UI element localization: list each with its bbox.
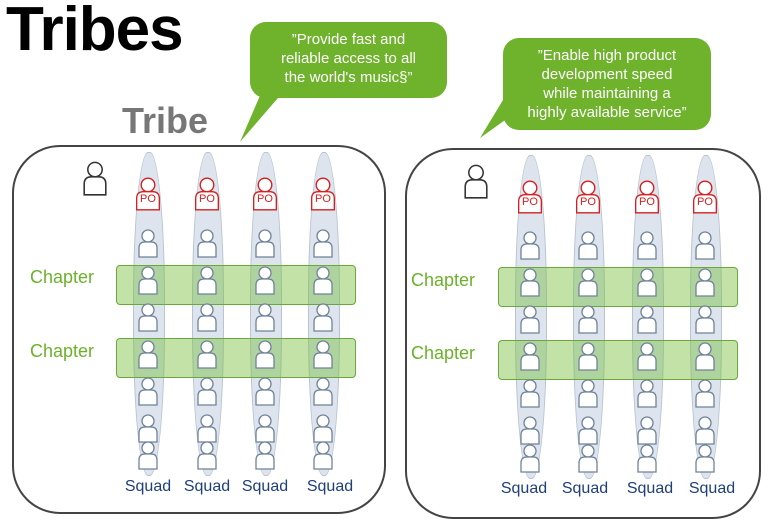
person-icon [254,413,276,443]
person-icon [137,302,159,332]
person-icon [254,440,276,470]
person-icon [137,376,159,406]
person-icon [196,376,218,406]
person-icon [254,339,276,369]
speech-bubble-2: ”Enable high product development speed w… [503,38,711,130]
squad-label: Squad [688,480,736,497]
squad-label: Squad [626,480,674,497]
product-owner-label: PO [257,193,273,205]
person-icon [312,302,334,332]
person-icon [636,267,658,297]
person-icon [196,339,218,369]
product-owner-icon: PO [194,177,220,211]
person-icon [577,443,599,473]
person-icon [636,230,658,260]
person-icon [312,339,334,369]
speech-bubble-1-text: ”Provide fast and reliable access to all… [280,31,417,86]
product-owner-label: PO [140,193,156,205]
person-icon [694,230,716,260]
chapter-label: Chapter [411,270,476,290]
product-owner-icon: PO [135,177,161,211]
person-icon [137,440,159,470]
person-icon [636,378,658,408]
person-icon [577,415,599,445]
person-icon [694,378,716,408]
person-icon [636,304,658,334]
product-owner-label: PO [522,196,538,208]
speech-bubble-2-text: ”Enable high product development speed w… [527,47,687,121]
person-icon [577,267,599,297]
speech-bubble-1: ”Provide fast and reliable access to all… [250,22,447,98]
product-owner-icon: PO [310,177,336,211]
person-icon [519,341,541,371]
person-icon [519,443,541,473]
person-icon [312,440,334,470]
person-icon [577,378,599,408]
squad-label: Squad [306,478,354,495]
tribe-lead-icon [80,160,110,196]
person-icon [137,413,159,443]
person-icon [196,413,218,443]
person-icon [312,265,334,295]
person-icon [254,376,276,406]
person-icon [694,341,716,371]
person-icon [137,265,159,295]
person-icon [577,230,599,260]
person-icon [694,415,716,445]
person-icon [694,443,716,473]
person-icon [519,230,541,260]
person-icon [636,443,658,473]
chapter-label: Chapter [30,341,95,361]
person-icon [312,376,334,406]
person-icon [196,440,218,470]
chapter-label: Chapter [30,267,95,287]
person-icon [312,228,334,258]
squad-label: Squad [561,480,609,497]
person-icon [196,228,218,258]
person-icon [312,413,334,443]
squad-label: Squad [124,478,172,495]
squad-label: Squad [500,480,548,497]
person-icon [519,304,541,334]
person-icon [254,265,276,295]
product-owner-icon: PO [692,180,718,214]
person-icon [196,265,218,295]
person-icon [519,415,541,445]
person-icon [137,339,159,369]
product-owner-label: PO [580,196,596,208]
product-owner-label: PO [315,193,331,205]
person-icon [636,415,658,445]
chapter-label: Chapter [411,343,476,363]
person-icon [519,378,541,408]
product-owner-icon: PO [517,180,543,214]
product-owner-icon: PO [575,180,601,214]
person-icon [519,267,541,297]
person-icon [694,267,716,297]
person-icon [254,228,276,258]
person-icon [577,304,599,334]
product-owner-icon: PO [634,180,660,214]
product-owner-label: PO [697,196,713,208]
squad-label: Squad [241,478,289,495]
product-owner-icon: PO [252,177,278,211]
person-icon [137,228,159,258]
person-icon [636,341,658,371]
tribe-lead-icon [461,163,491,199]
speech-bubble-tail-1 [240,84,290,142]
person-icon [254,302,276,332]
person-icon [196,302,218,332]
person-icon [577,341,599,371]
product-owner-label: PO [639,196,655,208]
product-owner-label: PO [199,193,215,205]
person-icon [694,304,716,334]
squad-label: Squad [183,478,231,495]
tribe-label: Tribe [122,100,209,141]
page-title: Tribes [6,0,184,64]
